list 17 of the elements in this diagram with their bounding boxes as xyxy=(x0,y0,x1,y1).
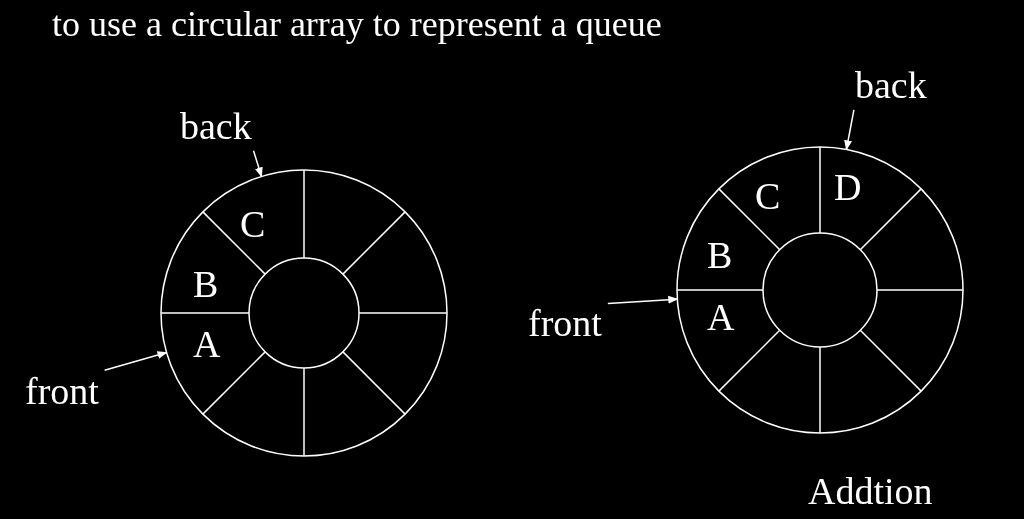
annotation-text: Addtion xyxy=(808,472,933,510)
leader-line xyxy=(607,295,679,305)
leader-line xyxy=(103,351,168,372)
node-label: front xyxy=(528,304,602,342)
leader-line xyxy=(844,109,855,151)
cell-letter: B xyxy=(707,236,733,274)
cell-letter: C xyxy=(240,205,266,243)
node-label: front xyxy=(25,372,99,410)
node-label: back xyxy=(855,66,927,104)
node-label: back xyxy=(180,107,252,145)
cell-letter: B xyxy=(193,265,219,303)
title: to use a circular array to represent a queue xyxy=(52,6,662,42)
cell-letter: A xyxy=(193,325,221,363)
leader-line xyxy=(252,150,263,178)
cell-letter: C xyxy=(755,177,781,215)
cell-letter: A xyxy=(707,298,735,336)
cell-letter: D xyxy=(834,168,862,206)
